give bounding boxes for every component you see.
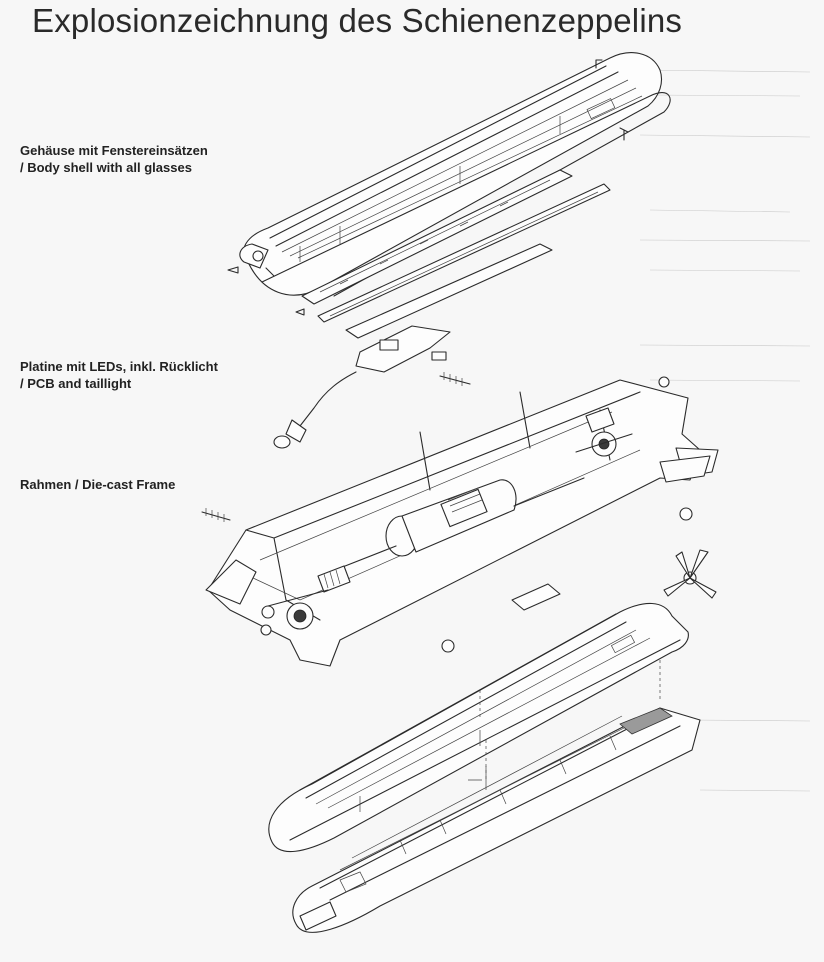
die-cast-frame-drawing [201, 376, 719, 667]
assembled-view-drawing [268, 602, 701, 933]
label-pcb-en: / PCB and taillight [20, 376, 132, 391]
label-body-shell-en: / Body shell with all glasses [20, 160, 192, 175]
label-body-shell: Gehäuse mit Fenstereinsätzen / Body shel… [20, 142, 208, 176]
body-shell-drawing [227, 52, 671, 316]
window-inserts-drawing [301, 169, 611, 323]
label-body-shell-de: Gehäuse mit Fenstereinsätzen [20, 143, 208, 158]
pcb-drawing [273, 243, 553, 449]
label-frame: Rahmen / Die-cast Frame [20, 477, 176, 492]
scan-bleedthrough [639, 69, 811, 792]
propeller-drawing [663, 549, 717, 599]
page-title: Explosionzeichnung des Schienenzeppelins [32, 2, 683, 39]
label-pcb-de: Platine mit LEDs, inkl. Rücklicht [20, 359, 218, 374]
explosion-guide-lines [479, 660, 661, 780]
label-pcb: Platine mit LEDs, inkl. Rücklicht / PCB … [20, 358, 218, 392]
